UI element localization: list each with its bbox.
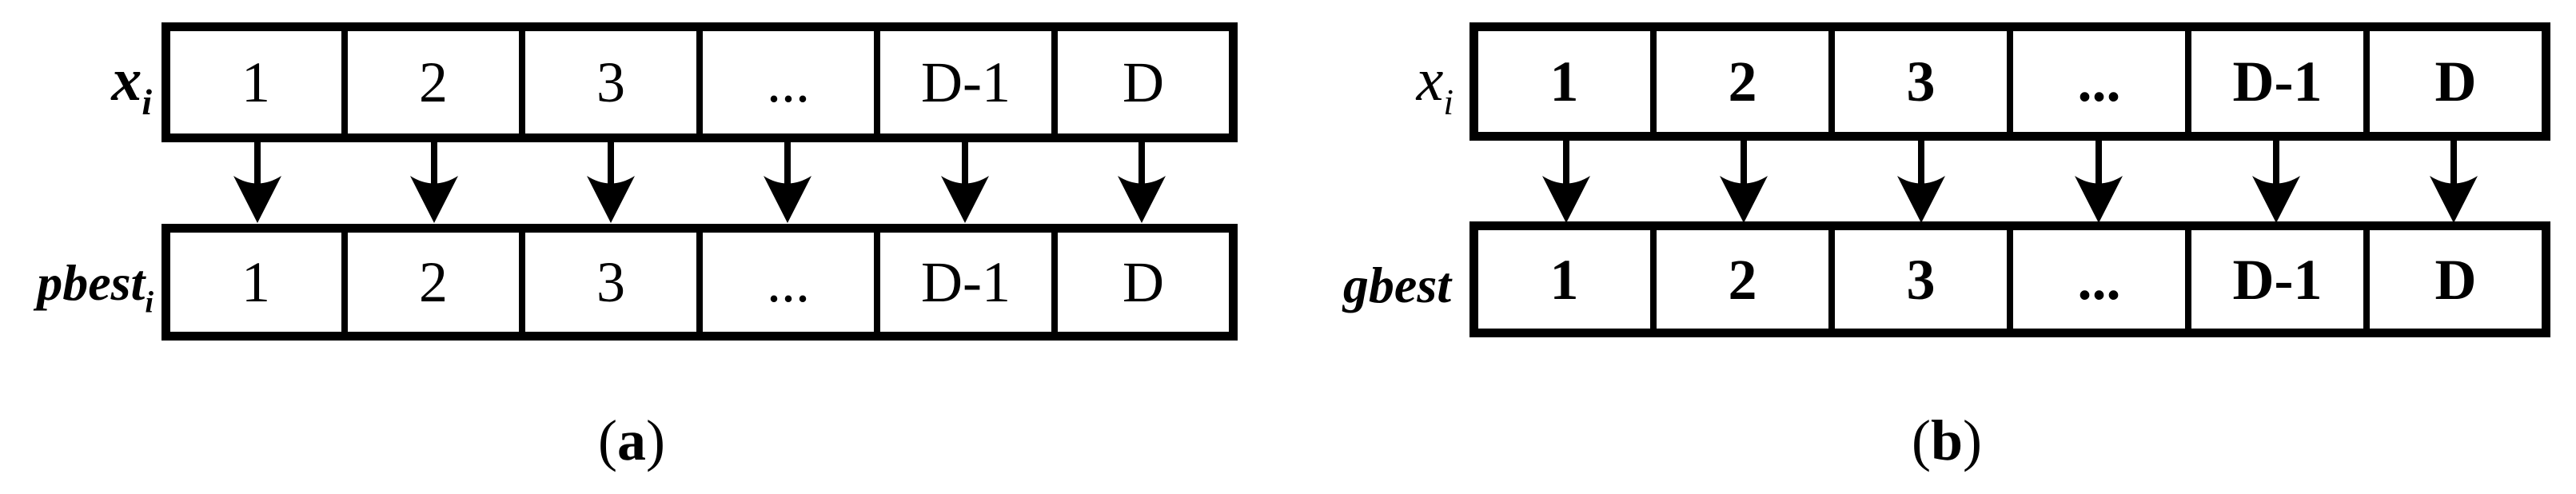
array-cell: D-1 — [2185, 230, 2363, 329]
array-cell: ... — [2007, 31, 2185, 132]
down-arrow-icon — [233, 141, 281, 223]
down-arrow-icon — [764, 141, 811, 223]
down-arrow-icon — [2430, 141, 2478, 223]
gbest-label: gbest — [1303, 260, 1451, 311]
down-arrow-icon — [941, 141, 989, 223]
pbest-label-base: pbest — [37, 254, 146, 311]
pbest-array: 1 2 3 ... D-1 D — [161, 224, 1238, 341]
xi-label-b: xi — [1334, 50, 1453, 120]
xi-label-a-base: x — [111, 46, 142, 114]
array-cell: D — [1051, 233, 1229, 332]
array-cell: D — [2363, 230, 2542, 329]
caption-letter-a: a — [617, 408, 646, 472]
array-cell: 3 — [519, 31, 696, 133]
down-arrow-icon — [587, 141, 635, 223]
gbest-label-base: gbest — [1342, 257, 1451, 313]
xi-array-b: 1 2 3 ... D-1 D — [1469, 22, 2550, 141]
down-arrow-icon — [1542, 141, 1590, 223]
array-cell: D-1 — [874, 31, 1051, 133]
array-cell: 1 — [241, 250, 270, 314]
down-arrow-icon — [410, 141, 458, 223]
array-cell: 1 — [241, 50, 270, 114]
array-cell: 3 — [519, 233, 696, 332]
pbest-label: pbesti — [8, 254, 154, 318]
xi-label-a-subscript: i — [142, 82, 152, 123]
array-cell: ... — [696, 233, 874, 332]
array-cell: 2 — [341, 233, 519, 332]
array-cell: 2 — [1650, 31, 1828, 132]
array-cell: 1 — [1549, 247, 1579, 312]
pbest-label-subscript: i — [145, 285, 154, 320]
down-arrow-icon — [2252, 141, 2300, 223]
array-cell: 1 — [1549, 50, 1579, 114]
down-arrow-icon — [1118, 141, 1166, 223]
subfigure-caption-a: (a) — [544, 408, 720, 472]
array-cell: ... — [696, 31, 874, 133]
caption-paren-close: ) — [1963, 408, 1982, 472]
xi-array-a: 1 2 3 ... D-1 D — [161, 22, 1238, 142]
xi-label-b-subscript: i — [1443, 82, 1453, 123]
xi-label-a: xi — [32, 50, 152, 120]
array-cell: ... — [2007, 230, 2185, 329]
array-cell: 3 — [1828, 31, 2007, 132]
gbest-array: 1 2 3 ... D-1 D — [1469, 221, 2550, 337]
array-cell: 2 — [1650, 230, 1828, 329]
caption-paren-open: ( — [1911, 408, 1931, 472]
down-arrow-icon — [2075, 141, 2123, 223]
array-cell: D-1 — [2185, 31, 2363, 132]
array-cell: D-1 — [874, 233, 1051, 332]
down-arrow-icon — [1720, 141, 1768, 223]
array-cell: 3 — [1828, 230, 2007, 329]
array-cell: D — [1051, 31, 1229, 133]
xi-label-b-base: x — [1416, 46, 1444, 114]
array-cell: 2 — [341, 31, 519, 133]
caption-letter-b: b — [1930, 408, 1964, 472]
array-cell: D — [2363, 31, 2542, 132]
caption-paren-open: ( — [598, 408, 617, 472]
subfigure-caption-b: (b) — [1859, 408, 2035, 472]
caption-paren-close: ) — [646, 408, 665, 472]
down-arrow-icon — [1897, 141, 1945, 223]
